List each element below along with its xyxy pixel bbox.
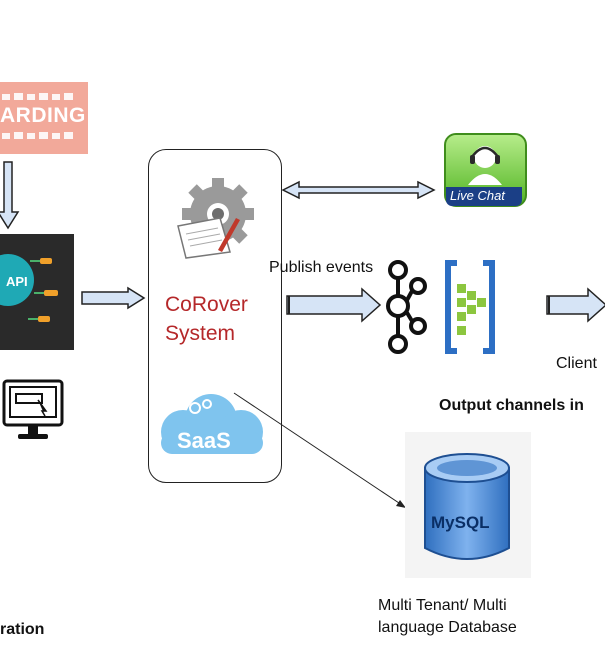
database-tile: MySQL (405, 432, 531, 578)
corover-name-line1: CoRover (165, 293, 248, 316)
api-plug-icon: API (0, 254, 58, 322)
onboarding-pictograms (2, 93, 73, 139)
mysql-text: MySQL (431, 513, 490, 532)
database-cylinder-icon: MySQL (424, 453, 510, 560)
client-label: Client (556, 355, 597, 372)
live-chat-text: Live Chat (450, 188, 505, 203)
corover-system-label: CoRover System (165, 290, 248, 348)
event-hub-icon (445, 260, 495, 354)
corover-name-line2: System (165, 322, 236, 345)
agent-headset-icon (468, 146, 502, 185)
integration-heading: ration (0, 621, 45, 638)
corover-db-arrowhead (396, 500, 406, 508)
api-to-corover-arrow (81, 286, 146, 310)
api-text: API (6, 274, 28, 289)
database-label: Multi Tenant/ Multi language Database (378, 597, 517, 636)
client-arrow (546, 287, 605, 323)
live-chat-banner (446, 187, 522, 206)
onboarding-banner (0, 82, 88, 154)
kafka-icon (386, 260, 427, 354)
banner-to-api-arrow (0, 161, 20, 230)
saas-cloud-icon: SaaS (161, 394, 263, 454)
publish-events-label: Publish events (269, 259, 374, 276)
onboarding-text: ARDING (0, 104, 86, 127)
corover-livechat-double-arrow (281, 180, 436, 200)
api-integration-panel: API (0, 234, 74, 350)
output-channels-heading: Output channels in (439, 397, 584, 414)
publish-events-arrow (286, 287, 382, 323)
desktop-monitor-icon (2, 379, 64, 439)
saas-text: SaaS (177, 428, 231, 453)
settings-doc-gear-icon (177, 178, 254, 259)
corover-db-line (233, 392, 403, 506)
